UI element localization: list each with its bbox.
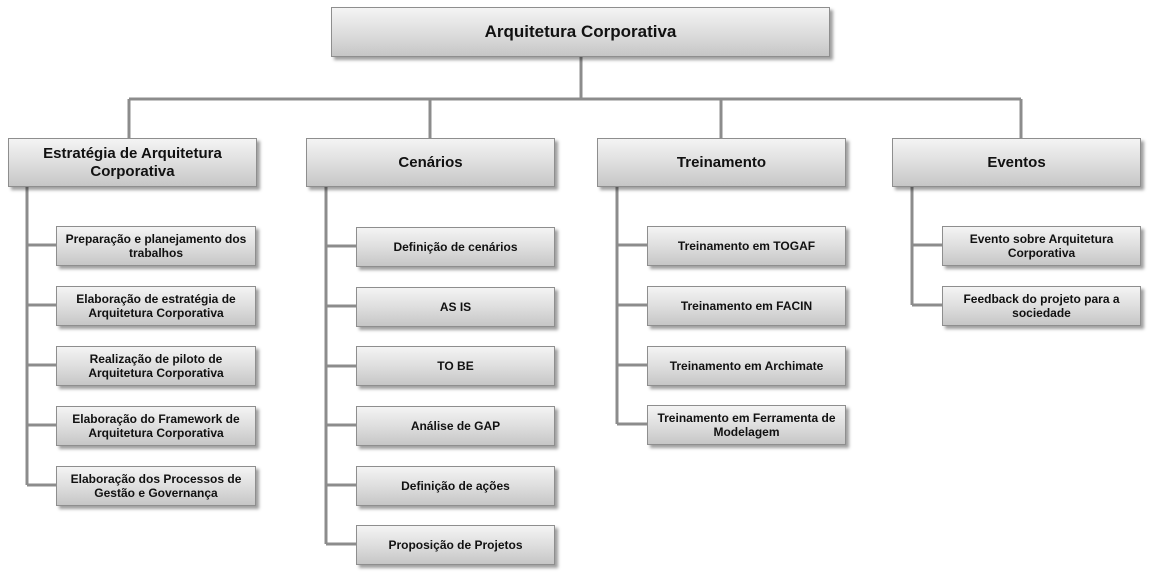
leaf-item: Realização de piloto de Arquitetura Corp… xyxy=(56,346,256,386)
root-node: Arquitetura Corporativa xyxy=(331,7,830,57)
leaf-item: Elaboração dos Processos de Gestão e Gov… xyxy=(56,466,256,506)
leaf-item: Definição de cenários xyxy=(356,227,555,267)
branch-head-eventos: Eventos xyxy=(892,138,1141,187)
leaf-item: Treinamento em Ferramenta de Modelagem xyxy=(647,405,846,445)
branch-head-estrategia: Estratégia de Arquitetura Corporativa xyxy=(8,138,257,187)
leaf-item: Proposição de Projetos xyxy=(356,525,555,565)
branch-head-cenarios: Cenários xyxy=(306,138,555,187)
leaf-item: Definição de ações xyxy=(356,466,555,506)
leaf-item: Treinamento em Archimate xyxy=(647,346,846,386)
leaf-item: AS IS xyxy=(356,287,555,327)
branch-head-treinamento: Treinamento xyxy=(597,138,846,187)
leaf-item: Preparação e planejamento dos trabalhos xyxy=(56,226,256,266)
leaf-item: Elaboração de estratégia de Arquitetura … xyxy=(56,286,256,326)
leaf-item: Feedback do projeto para a sociedade xyxy=(942,286,1141,326)
leaf-item: Análise de GAP xyxy=(356,406,555,446)
leaf-item: Treinamento em FACIN xyxy=(647,286,846,326)
leaf-item: Elaboração do Framework de Arquitetura C… xyxy=(56,406,256,446)
leaf-item: Treinamento em TOGAF xyxy=(647,226,846,266)
leaf-item: Evento sobre Arquitetura Corporativa xyxy=(942,226,1141,266)
leaf-item: TO BE xyxy=(356,346,555,386)
